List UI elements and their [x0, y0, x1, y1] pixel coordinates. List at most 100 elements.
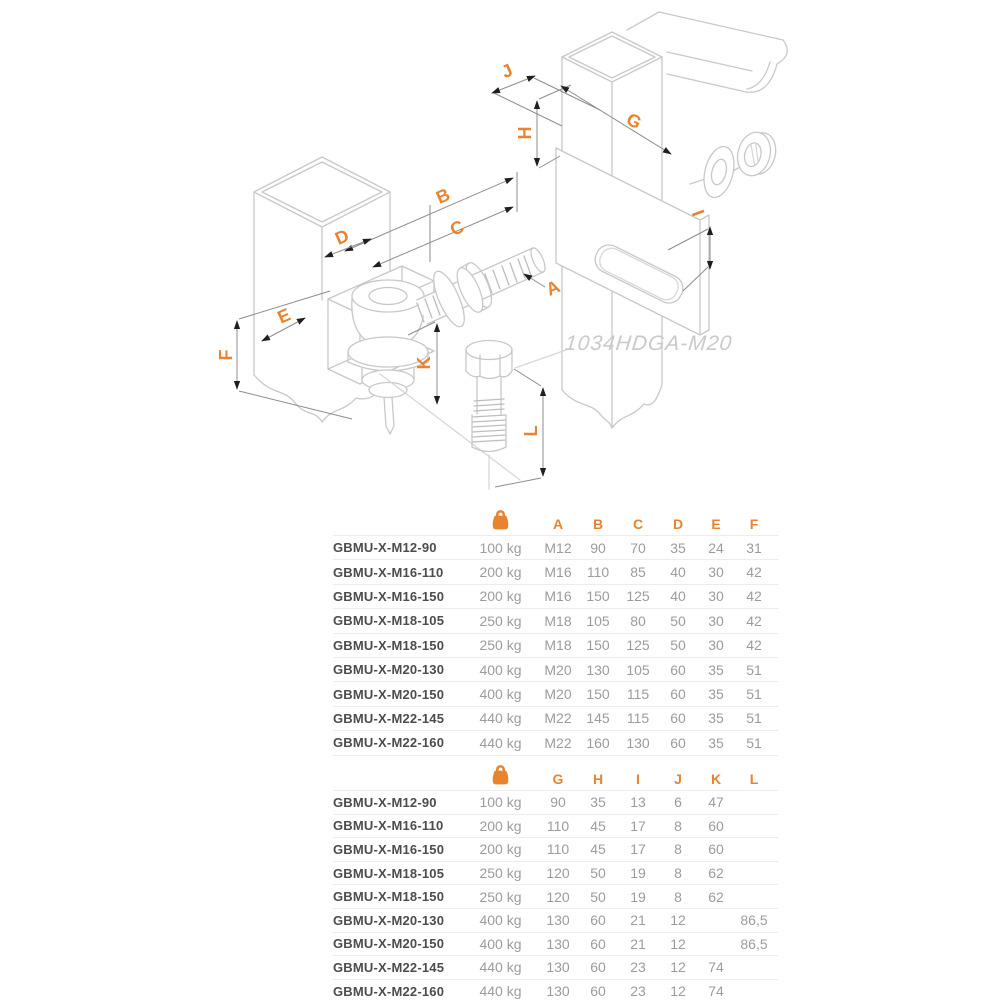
- dim-value-a: M22: [544, 734, 572, 751]
- dim-value-k: 74: [708, 959, 724, 976]
- dim-value-a: M22: [544, 710, 572, 727]
- weight-icon: [492, 510, 509, 530]
- column-header-c: C: [632, 516, 644, 532]
- weight-capacity: 200 kg: [479, 817, 522, 834]
- weight-capacity: 200 kg: [479, 564, 522, 581]
- dim-value-a: M18: [544, 637, 572, 654]
- weight-capacity: 440 kg: [479, 710, 522, 727]
- dim-value-a: M18: [544, 612, 572, 629]
- product-code: GBMU-X-M16-110: [333, 564, 444, 580]
- dim-value-k: 62: [708, 865, 724, 882]
- dim-label-k: K: [414, 356, 434, 370]
- column-header-g: G: [552, 771, 564, 787]
- product-code: GBMU-X-M18-105: [333, 613, 445, 629]
- dim-value-e: 35: [708, 686, 724, 703]
- dim-value-k: 60: [708, 817, 724, 834]
- dim-value-j: 8: [674, 841, 682, 858]
- weight-capacity: 200 kg: [479, 588, 522, 605]
- dim-value-i: 13: [630, 794, 646, 811]
- product-code: GBMU-X-M22-160: [333, 735, 445, 751]
- dim-value-g: 110: [546, 841, 570, 858]
- dim-value-e: 30: [708, 588, 724, 605]
- dim-value-h: 60: [590, 912, 606, 929]
- product-code: GBMU-X-M22-160: [333, 983, 445, 999]
- dim-value-i: 19: [630, 865, 646, 882]
- weight-capacity: 400 kg: [479, 935, 522, 952]
- dim-value-d: 40: [670, 588, 686, 605]
- dim-value-e: 30: [708, 564, 724, 581]
- threaded-rod: [416, 247, 546, 328]
- column-header-h: H: [592, 771, 604, 787]
- product-code: GBMU-X-M16-150: [333, 588, 445, 604]
- dim-value-h: 60: [590, 959, 606, 976]
- dim-value-j: 6: [674, 794, 682, 811]
- product-code: GBMU-X-M18-150: [333, 889, 445, 905]
- product-code: GBMU-X-M22-145: [333, 959, 445, 975]
- weight-capacity: 250 kg: [479, 612, 522, 629]
- dim-value-l: 86,5: [740, 935, 768, 952]
- dim-label-l: L: [521, 425, 541, 437]
- dim-value-f: 42: [746, 564, 762, 581]
- dim-value-f: 51: [746, 710, 762, 727]
- weight-icon: [492, 765, 509, 785]
- weight-capacity: 250 kg: [479, 865, 522, 882]
- column-header-j: J: [674, 771, 682, 787]
- dim-value-i: 21: [630, 912, 646, 929]
- dim-value-g: 130: [546, 983, 570, 1000]
- dim-value-g: 130: [546, 935, 570, 952]
- dim-value-h: 35: [590, 794, 606, 811]
- dim-value-e: 35: [708, 710, 724, 727]
- dim-value-g: 90: [550, 794, 566, 811]
- weight-capacity: 100 kg: [479, 794, 522, 811]
- dim-value-b: 145: [586, 710, 610, 727]
- weight-capacity: 400 kg: [479, 686, 522, 703]
- dim-value-k: 47: [708, 794, 724, 811]
- dim-value-b: 110: [586, 564, 610, 581]
- dim-value-e: 35: [708, 661, 724, 678]
- dim-value-i: 23: [630, 959, 646, 976]
- dim-value-j: 12: [670, 959, 686, 976]
- product-code: GBMU-X-M20-150: [333, 936, 445, 952]
- dim-value-j: 12: [670, 935, 686, 952]
- weight-capacity: 250 kg: [479, 637, 522, 654]
- dim-value-c: 115: [626, 710, 650, 727]
- dim-value-l: 86,5: [740, 912, 768, 929]
- dim-value-g: 130: [546, 959, 570, 976]
- column-header-f: F: [749, 516, 759, 532]
- dim-value-f: 42: [746, 588, 762, 605]
- dim-value-b: 150: [586, 588, 610, 605]
- dim-value-h: 50: [590, 888, 606, 905]
- dim-value-a: M20: [544, 686, 572, 703]
- dim-value-c: 80: [630, 612, 646, 629]
- product-code: GBMU-X-M12-90: [333, 540, 437, 556]
- dim-value-g: 120: [546, 888, 570, 905]
- dim-value-b: 160: [586, 734, 610, 751]
- dimension-lines: [233, 75, 714, 488]
- dim-value-f: 51: [746, 734, 762, 751]
- weight-capacity: 400 kg: [479, 912, 522, 929]
- top-rail-outline: [626, 11, 788, 93]
- dim-value-j: 12: [670, 983, 686, 1000]
- dim-value-i: 21: [630, 935, 646, 952]
- dim-value-d: 50: [670, 612, 686, 629]
- dim-value-g: 120: [546, 865, 570, 882]
- dim-value-f: 51: [746, 661, 762, 678]
- product-code: GBMU-X-M20-150: [333, 686, 445, 702]
- dim-value-b: 150: [586, 686, 610, 703]
- washer-and-nut: [689, 131, 777, 199]
- eye-bolt-assembly: [347, 279, 429, 435]
- product-code: GBMU-X-M18-105: [333, 865, 445, 881]
